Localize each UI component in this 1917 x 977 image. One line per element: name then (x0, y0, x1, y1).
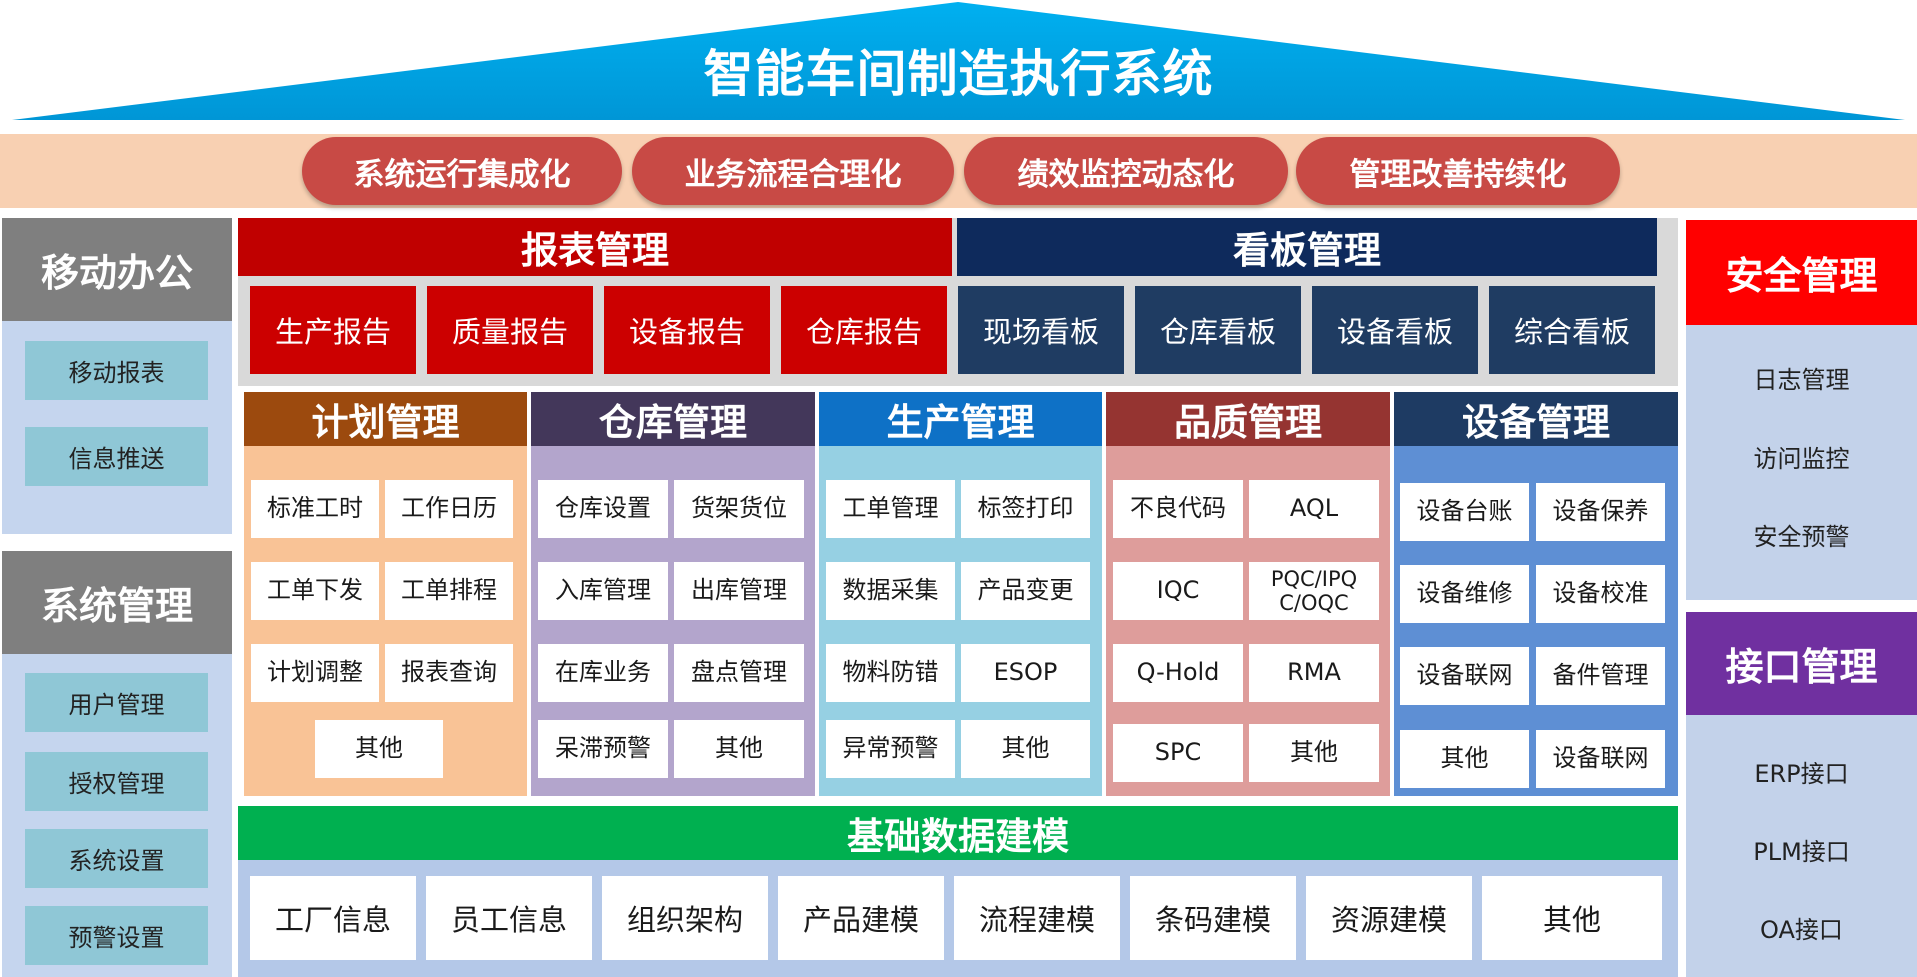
module-item: 工单排程 (385, 562, 513, 620)
right-panel-item: 安全预警 (1710, 505, 1893, 564)
report-item: 生产报告 (250, 286, 416, 374)
module-item: 其他 (315, 720, 443, 778)
board-management-header: 看板管理 (957, 218, 1657, 276)
report-item: 设备报告 (604, 286, 770, 374)
module-item: 其他 (674, 720, 804, 778)
module-item: AQL (1249, 480, 1379, 538)
system-title: 智能车间制造执行系统 (703, 45, 1214, 103)
report-item: 仓库报告 (781, 286, 947, 374)
foundation-item: 工厂信息 (250, 876, 416, 960)
board-item: 设备看板 (1312, 286, 1478, 374)
left-panel-item: 信息推送 (25, 427, 208, 486)
report-item: 质量报告 (427, 286, 593, 374)
board-item: 综合看板 (1489, 286, 1655, 374)
right-panel-item: 访问监控 (1710, 427, 1893, 486)
module-item: Q-Hold (1113, 644, 1243, 702)
left-panel-item: 授权管理 (25, 752, 208, 811)
module-item: 设备台账 (1400, 483, 1529, 541)
system-management-header: 系统管理 (2, 551, 232, 654)
report-management-header: 报表管理 (238, 218, 952, 276)
module-item: 其他 (1400, 730, 1529, 788)
equipment-module-header: 设备管理 (1394, 392, 1678, 446)
module-item: 设备保养 (1536, 483, 1665, 541)
module-item: 报表查询 (385, 644, 513, 702)
module-item: 其他 (1249, 724, 1379, 782)
module-item: 标签打印 (961, 480, 1090, 538)
module-item: 物料防错 (826, 644, 955, 702)
right-panel-item: 日志管理 (1710, 348, 1893, 407)
plan-module-header: 计划管理 (244, 392, 527, 446)
foundation-item: 其他 (1482, 876, 1662, 960)
module-item: RMA (1249, 644, 1379, 702)
module-item: 工作日历 (385, 480, 513, 538)
foundation-item: 条码建模 (1130, 876, 1296, 960)
module-item: 数据采集 (826, 562, 955, 620)
module-item: 工单管理 (826, 480, 955, 538)
principle-pill: 绩效监控动态化 (964, 137, 1288, 205)
foundation-item: 组织架构 (602, 876, 768, 960)
left-panel-item: 移动报表 (25, 341, 208, 400)
interface-management-header: 接口管理 (1686, 612, 1917, 715)
principle-pill: 业务流程合理化 (632, 137, 954, 205)
board-item: 现场看板 (958, 286, 1124, 374)
module-item: 工单下发 (251, 562, 379, 620)
module-item: 出库管理 (674, 562, 804, 620)
foundation-item: 资源建模 (1306, 876, 1472, 960)
left-panel-item: 系统设置 (25, 829, 208, 888)
right-panel-item: PLM接口 (1710, 820, 1893, 879)
roof-shape (12, 2, 1905, 120)
module-item: 在库业务 (538, 644, 668, 702)
module-item: 备件管理 (1536, 647, 1665, 705)
module-item: SPC (1113, 724, 1243, 782)
module-item: 其他 (961, 720, 1090, 778)
module-item: 呆滞预警 (538, 720, 668, 778)
module-item: 标准工时 (251, 480, 379, 538)
right-panel-item: OA接口 (1710, 898, 1893, 957)
left-panel-item: 预警设置 (25, 906, 208, 965)
module-item: 产品变更 (961, 562, 1090, 620)
module-item: 仓库设置 (538, 480, 668, 538)
security-management-header: 安全管理 (1686, 220, 1917, 325)
module-item: 异常预警 (826, 720, 955, 778)
production-module-header: 生产管理 (819, 392, 1102, 446)
principle-pill: 管理改善持续化 (1296, 137, 1620, 205)
module-item: PQC/IPQ C/OQC (1249, 562, 1379, 620)
module-item: 盘点管理 (674, 644, 804, 702)
foundation-item: 员工信息 (426, 876, 592, 960)
module-item: IQC (1113, 562, 1243, 620)
module-item: 设备校准 (1536, 565, 1665, 623)
left-panel-item: 用户管理 (25, 673, 208, 732)
module-item: 货架货位 (674, 480, 804, 538)
warehouse-module-header: 仓库管理 (531, 392, 815, 446)
right-panel-item: ERP接口 (1710, 742, 1893, 801)
module-item: 设备联网 (1536, 730, 1665, 788)
module-item: 入库管理 (538, 562, 668, 620)
board-item: 仓库看板 (1135, 286, 1301, 374)
principles-band (0, 134, 1917, 208)
module-item: ESOP (961, 644, 1090, 702)
principle-pill: 系统运行集成化 (302, 137, 622, 205)
module-item: 不良代码 (1113, 480, 1243, 538)
module-item: 计划调整 (251, 644, 379, 702)
foundation-header: 基础数据建模 (238, 806, 1678, 860)
module-item: 设备维修 (1400, 565, 1529, 623)
mobile-office-header: 移动办公 (2, 218, 232, 321)
module-item: 设备联网 (1400, 647, 1529, 705)
foundation-item: 流程建模 (954, 876, 1120, 960)
quality-module-header: 品质管理 (1106, 392, 1390, 446)
foundation-item: 产品建模 (778, 876, 944, 960)
